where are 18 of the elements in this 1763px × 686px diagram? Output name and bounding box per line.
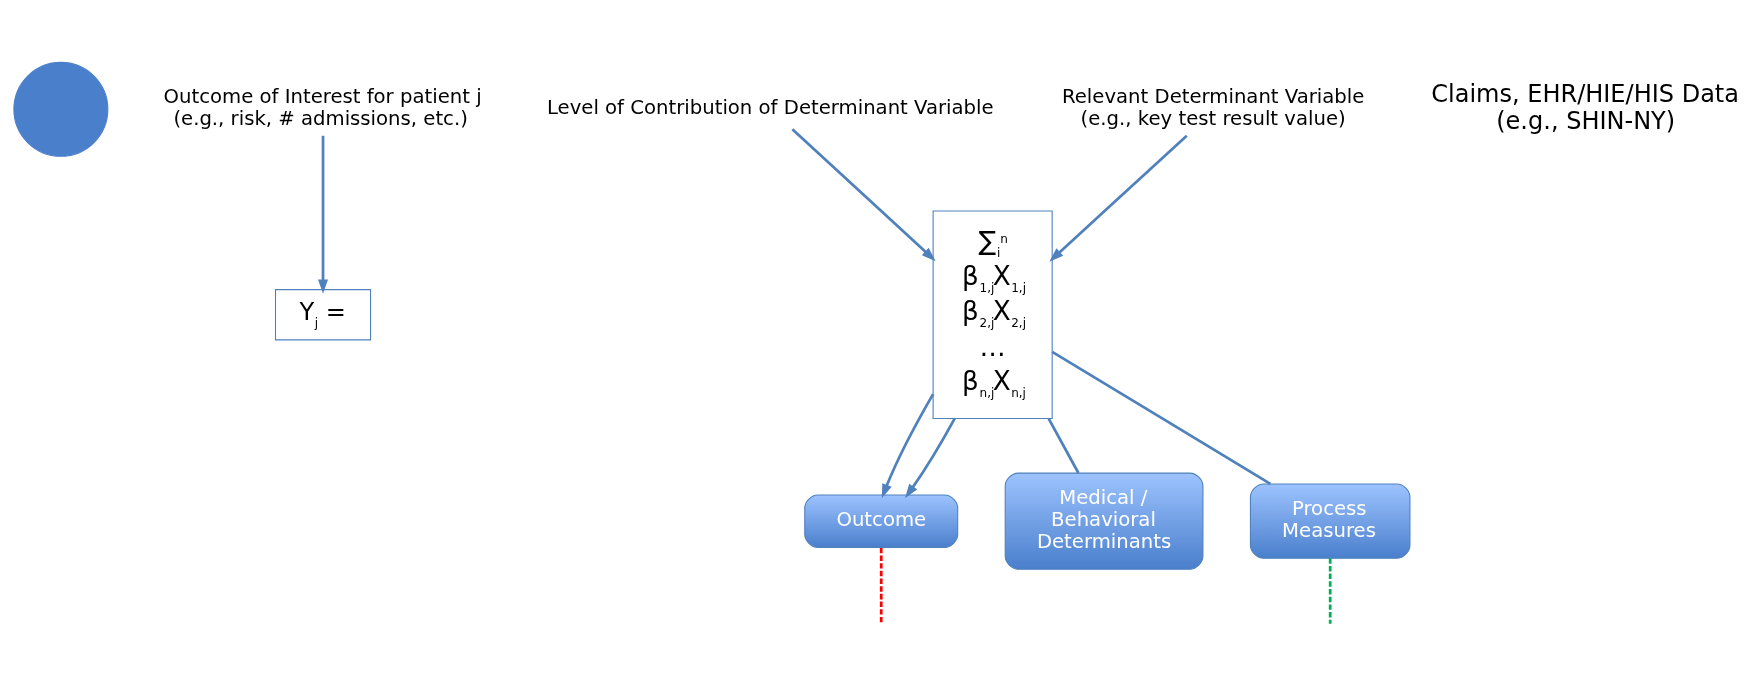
node-text: Relevant Determinant Variable (e.g., key test result value): [1062, 84, 1365, 130]
node-text: Level of Contribution of Determinant Variable: [546, 95, 994, 119]
node-text: Outcome of Interest for patient j (e.g., risk, # admissions, etc.): [163, 84, 482, 130]
node-box: Process Measures: [1249, 482, 1411, 559]
node-box: Medical / Behavioral Determinants: [1004, 472, 1204, 570]
arrow: [1049, 134, 1188, 262]
label: Claims, EHR/HIE/HIS Data (e.g., SHIN-NY): [1431, 79, 1740, 135]
node-box: Y$_{j}$ =: [274, 288, 372, 340]
arrow: [791, 127, 936, 261]
node-box: Outcome: [804, 493, 959, 548]
connector: [1328, 557, 1332, 624]
node-circle: [13, 61, 109, 157]
arrow: [318, 135, 328, 294]
arrow: [881, 393, 935, 498]
connector: [1051, 350, 1272, 485]
connector: [1047, 417, 1080, 474]
connector: [879, 547, 883, 624]
arrow: [904, 417, 956, 498]
